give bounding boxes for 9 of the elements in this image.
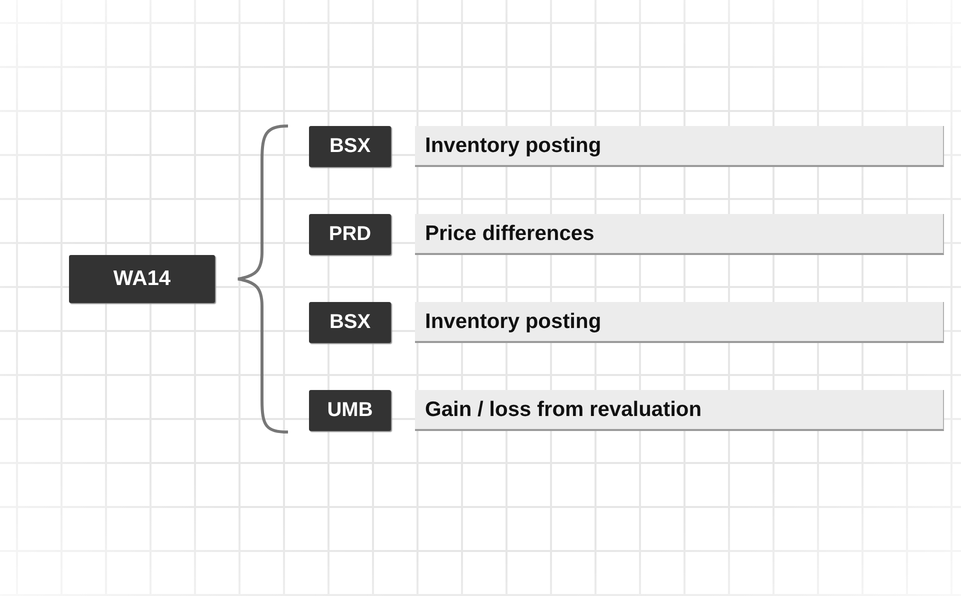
transaction-box: WA14 [69, 255, 215, 303]
description-bar: Gain / loss from revaluation [415, 390, 944, 431]
description-bar: Price differences [415, 214, 944, 255]
key-box: UMB [309, 390, 391, 431]
key-box: BSX [309, 126, 391, 167]
description-bar: Inventory posting [415, 126, 944, 167]
key-box: PRD [309, 214, 391, 255]
description-bar: Inventory posting [415, 302, 944, 343]
key-box: BSX [309, 302, 391, 343]
